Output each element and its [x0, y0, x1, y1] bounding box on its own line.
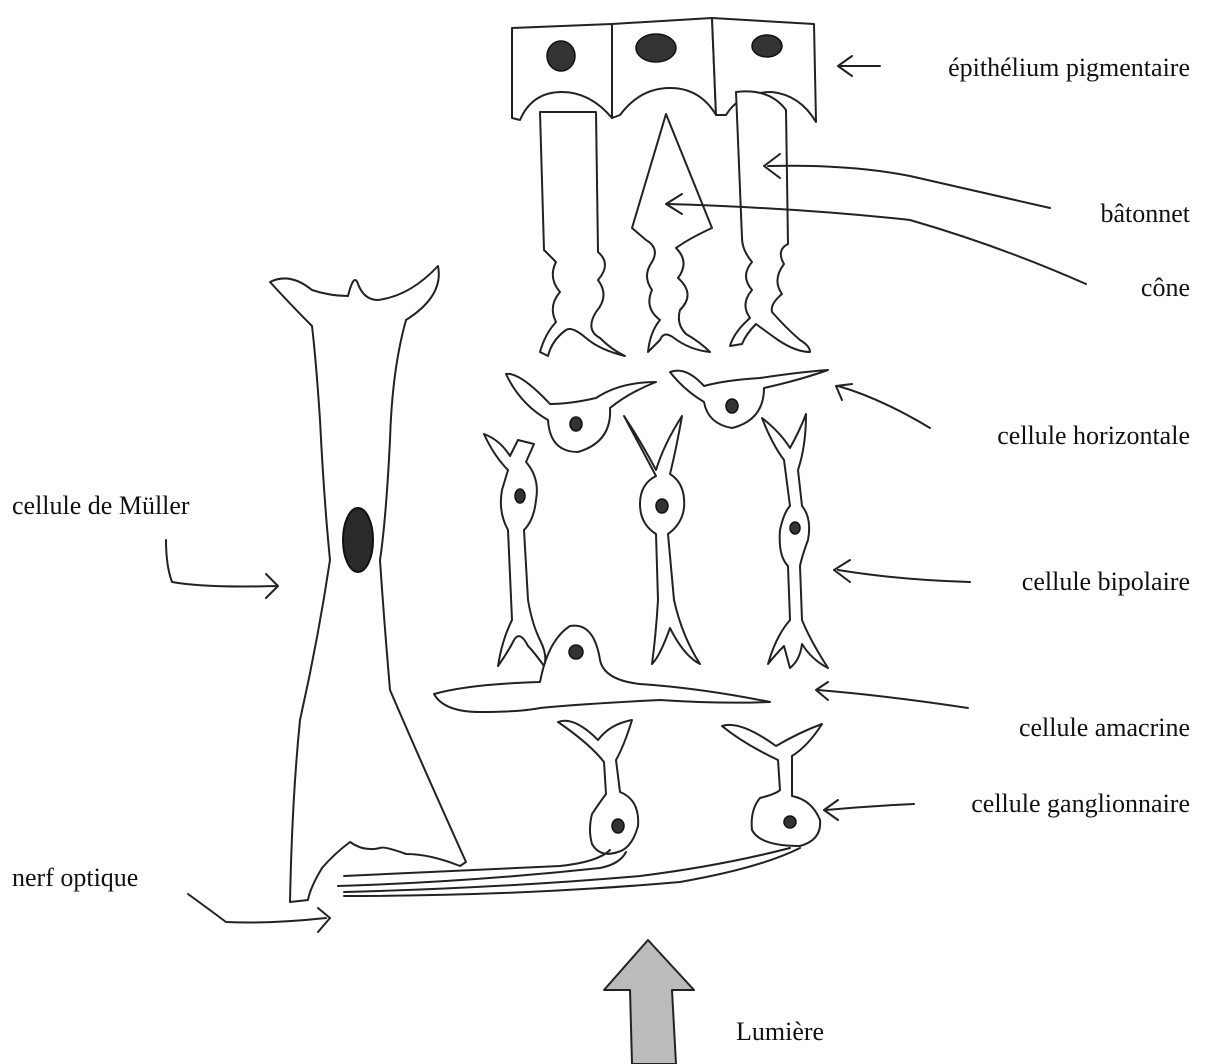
label-amacrine-cell: cellule amacrine [1019, 713, 1190, 742]
label-muller-cell: cellule de Müller [12, 491, 190, 520]
bipolar-cell-1 [484, 434, 545, 666]
bipolar-cell-3 [762, 414, 828, 668]
muller-nucleus [343, 508, 373, 572]
bipolar-nucleus-2 [656, 499, 668, 513]
ganglion-nucleus-1 [612, 819, 624, 833]
label-pigment-epithelium: épithélium pigmentaire [948, 53, 1190, 82]
label-horizontal-cell: cellule horizontale [997, 421, 1190, 450]
epithelium-cell-1 [512, 24, 612, 120]
label-cone: cône [1141, 273, 1190, 302]
label-bipolar-cell: cellule bipolaire [1022, 567, 1190, 596]
label-light: Lumière [736, 1017, 824, 1046]
cone-cell [632, 114, 712, 352]
pointer-rod [764, 154, 1050, 208]
epithelium-nucleus-1 [547, 41, 575, 71]
ganglion-nucleus-2 [784, 816, 796, 828]
bipolar-nucleus-3 [790, 522, 800, 534]
pointer-cone [666, 194, 1086, 284]
optic-nerve-fibres [338, 848, 800, 896]
pointer-muller [166, 540, 278, 598]
bipolar-cell-2 [624, 416, 700, 664]
label-optic-nerve: nerf optique [12, 863, 138, 892]
label-ganglion-cell: cellule ganglionnaire [971, 789, 1190, 818]
pointer-epithelium [838, 56, 880, 76]
amacrine-nucleus [569, 645, 583, 659]
muller-cell [270, 266, 466, 902]
epithelium-cell-2 [612, 18, 716, 118]
light-arrow [604, 940, 694, 1064]
horizontal-cell-1 [506, 374, 656, 452]
pointer-amacrine [816, 682, 968, 708]
rod-cell-1 [540, 112, 625, 356]
light-arrow-shape [604, 940, 694, 1064]
pointer-horizontal [836, 384, 930, 428]
bipolar-cells [484, 414, 828, 668]
horizontal-nucleus-2 [726, 399, 738, 413]
horizontal-nucleus-1 [570, 417, 582, 431]
muller-cell-body [270, 266, 466, 902]
ganglion-cell-1 [558, 720, 638, 854]
rod-cell-2 [730, 91, 810, 352]
epithelium-nucleus-3 [752, 35, 782, 57]
amacrine-cell-body [434, 626, 770, 712]
pointer-bipolar [834, 560, 970, 582]
bipolar-nucleus-1 [515, 489, 525, 503]
epithelium-nucleus-2 [636, 34, 676, 62]
photoreceptors [540, 91, 810, 356]
ganglion-cell-2 [722, 724, 822, 846]
pointer-ganglion [824, 800, 914, 820]
amacrine-cell [434, 626, 770, 712]
ganglion-cells [558, 720, 822, 854]
label-rod: bâtonnet [1100, 199, 1190, 228]
